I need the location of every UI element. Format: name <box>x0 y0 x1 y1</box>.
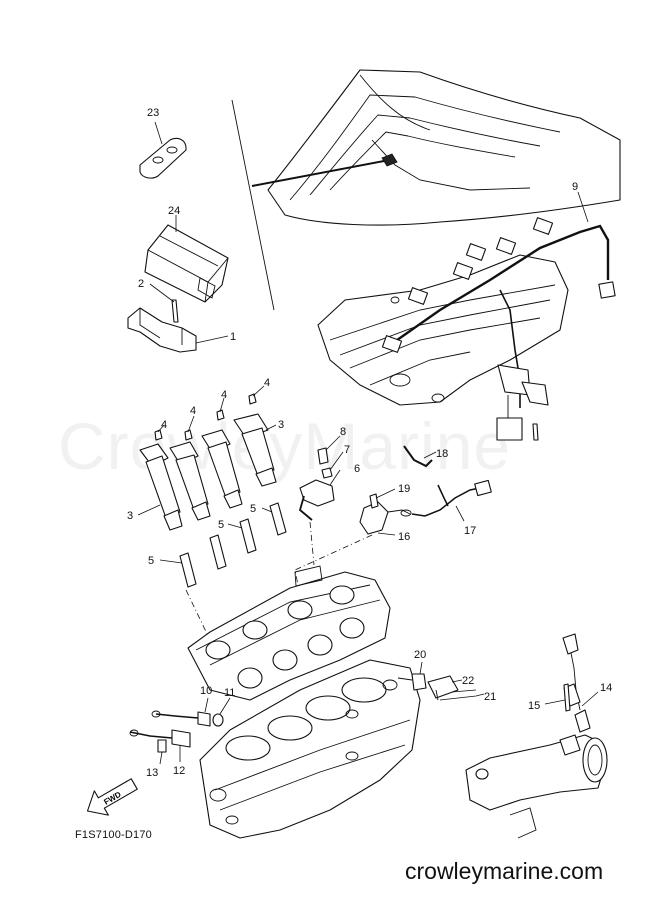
cylinder-block <box>199 659 421 839</box>
callout-7: 7 <box>344 444 350 456</box>
callout-4c: 4 <box>221 389 227 401</box>
callout-15: 15 <box>528 700 540 712</box>
callout-5c: 5 <box>250 503 256 515</box>
callout-21: 21 <box>484 691 496 703</box>
callout-20: 20 <box>414 649 426 661</box>
callout-2: 2 <box>138 278 144 290</box>
o-ring-11 <box>212 697 231 727</box>
cylinder-head <box>187 565 391 701</box>
callout-4a: 4 <box>161 419 167 431</box>
site-url: crowleymarine.com <box>405 858 604 884</box>
bolts-7-8 <box>317 435 344 479</box>
sensor-harness-17 <box>411 479 492 522</box>
wiring-harness-9 <box>381 191 616 441</box>
spark-plugs-5 <box>159 502 287 588</box>
callout-9: 9 <box>572 181 578 193</box>
sensor-20 <box>397 661 427 691</box>
callout-13: 13 <box>146 767 158 779</box>
control-unit-24 <box>144 215 229 303</box>
sensor-12 <box>129 729 191 762</box>
callout-6: 6 <box>354 463 360 475</box>
callout-4d: 4 <box>264 377 270 389</box>
callout-23: 23 <box>147 107 159 119</box>
callout-5b: 5 <box>218 519 224 531</box>
callout-22: 22 <box>462 675 474 687</box>
centerline-1 <box>185 589 211 641</box>
remote-key-fob <box>139 121 187 179</box>
callout-8: 8 <box>340 426 346 438</box>
engine-top-cover <box>317 254 569 406</box>
bolt-13 <box>157 739 167 765</box>
reference-code: F1S7100-D170 <box>75 829 153 841</box>
forward-direction-arrow: FWD <box>86 778 138 816</box>
watercraft-deck <box>251 69 621 226</box>
bolt-19 <box>369 488 396 509</box>
sensor-16 <box>359 501 412 536</box>
callout-16: 16 <box>398 531 410 543</box>
callout-12: 12 <box>173 765 185 777</box>
callout-14-label: 14 <box>600 682 612 694</box>
callout-3b: 3 <box>278 419 284 431</box>
callout-1: 1 <box>230 331 236 343</box>
ignition-coils-3 <box>137 413 277 531</box>
callout-3a: 3 <box>127 510 133 522</box>
intake-throttle-body <box>465 633 608 839</box>
sensor-21-22 <box>427 675 485 701</box>
callout-18: 18 <box>436 448 448 460</box>
callout-17: 17 <box>464 525 476 537</box>
centerline-3 <box>294 534 373 586</box>
callout-11: 11 <box>224 687 235 699</box>
clamp-18 <box>403 445 437 468</box>
watermark-text: CrowleyMarine <box>58 409 512 483</box>
bolts-4 <box>154 385 265 441</box>
callout-4b: 4 <box>190 405 196 417</box>
divider-line <box>231 99 275 311</box>
sensor-6 <box>298 469 341 521</box>
callout-10: 10 <box>200 685 212 697</box>
callout-5a: 5 <box>148 555 154 567</box>
centerline-2 <box>309 521 315 566</box>
callout-19: 19 <box>398 483 410 495</box>
callout-24: 24 <box>168 205 180 217</box>
bracket-1 <box>127 283 229 353</box>
sensor-10 <box>151 697 211 727</box>
